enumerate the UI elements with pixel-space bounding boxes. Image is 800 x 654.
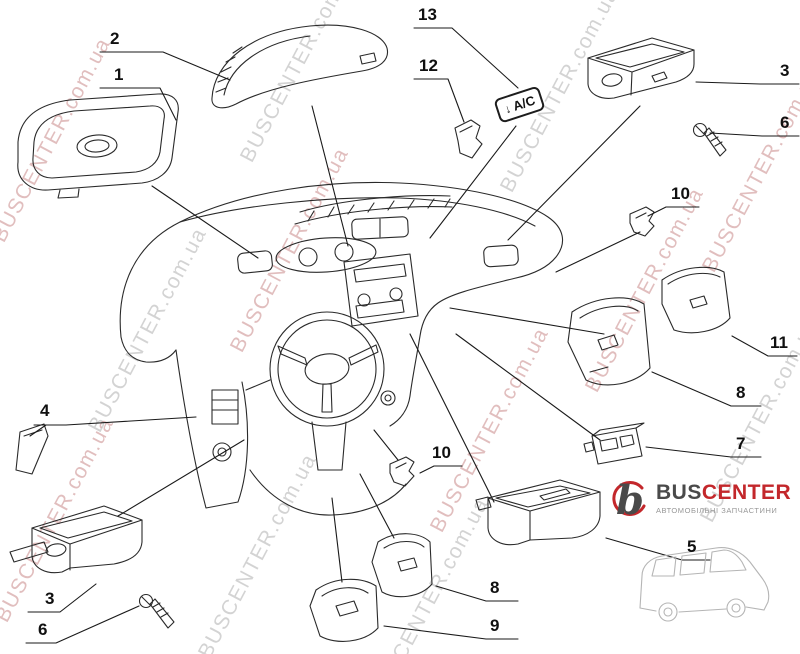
- callout-4: 4: [40, 401, 50, 420]
- part-3-tray-bottom: [9, 505, 143, 574]
- callout-9: 9: [490, 616, 500, 635]
- buscenter-emblem-icon: b: [612, 477, 646, 524]
- down-arrow-icon: ↓: [502, 100, 513, 117]
- ac-label: A/C: [511, 92, 537, 114]
- callout-11: 11: [770, 333, 788, 352]
- part-10-clip-right: [629, 206, 655, 237]
- callout-5: 5: [687, 537, 697, 556]
- buscenter-logo: b BUSCENTER АВТОМОБІЛЬНІ ЗАПЧАСТИНИ: [608, 472, 791, 524]
- logo-word-bus: BUS: [656, 480, 702, 504]
- logo-text-block: BUSCENTER АВТОМОБІЛЬНІ ЗАПЧАСТИНИ: [656, 482, 791, 515]
- callout-7: 7: [736, 434, 746, 453]
- part-5-storage-box: [475, 479, 601, 546]
- part-6-screw-bottom: [138, 593, 175, 629]
- callout-10-right: 10: [671, 184, 690, 203]
- part-4-trim-strip: [15, 423, 49, 475]
- part-11-panel: [661, 266, 731, 334]
- callout-10-center: 10: [432, 443, 451, 462]
- callout-6-bottom: 6: [38, 620, 48, 639]
- part-8-panel-bottom: [371, 533, 433, 598]
- callout-3-bottom: 3: [45, 589, 55, 608]
- logo-wordmark: BUSCENTER: [656, 482, 791, 503]
- logo-tagline: АВТОМОБІЛЬНІ ЗАПЧАСТИНИ: [656, 505, 778, 515]
- callout-1: 1: [114, 65, 124, 84]
- callout-8-right: 8: [736, 383, 746, 402]
- van-sketch-icon: [639, 547, 770, 622]
- logo-word-center: CENTER: [701, 480, 792, 504]
- attachment-lines: [65, 105, 641, 583]
- part-1-bezel: [17, 93, 179, 199]
- part-3-tray-top: [587, 37, 695, 99]
- part-6-screw-top: [692, 122, 727, 157]
- part-8-panel-right: [567, 297, 651, 386]
- callout-13: 13: [418, 5, 437, 24]
- part-2-cluster-hood: [211, 24, 389, 109]
- part-12-clip: [454, 119, 483, 159]
- dashboard-illustration: [119, 181, 564, 516]
- part-10-clip-center: [389, 456, 415, 487]
- callout-6-top: 6: [780, 113, 790, 132]
- callout-8-bottom: 8: [490, 578, 500, 597]
- svg-text:b: b: [616, 477, 644, 524]
- leader-lines: [25, 27, 800, 644]
- callout-3-top: 3: [780, 61, 790, 80]
- callout-2: 2: [110, 29, 120, 48]
- part-7-switch: [583, 422, 645, 465]
- part-9-panel: [309, 578, 379, 642]
- callout-12: 12: [419, 56, 438, 75]
